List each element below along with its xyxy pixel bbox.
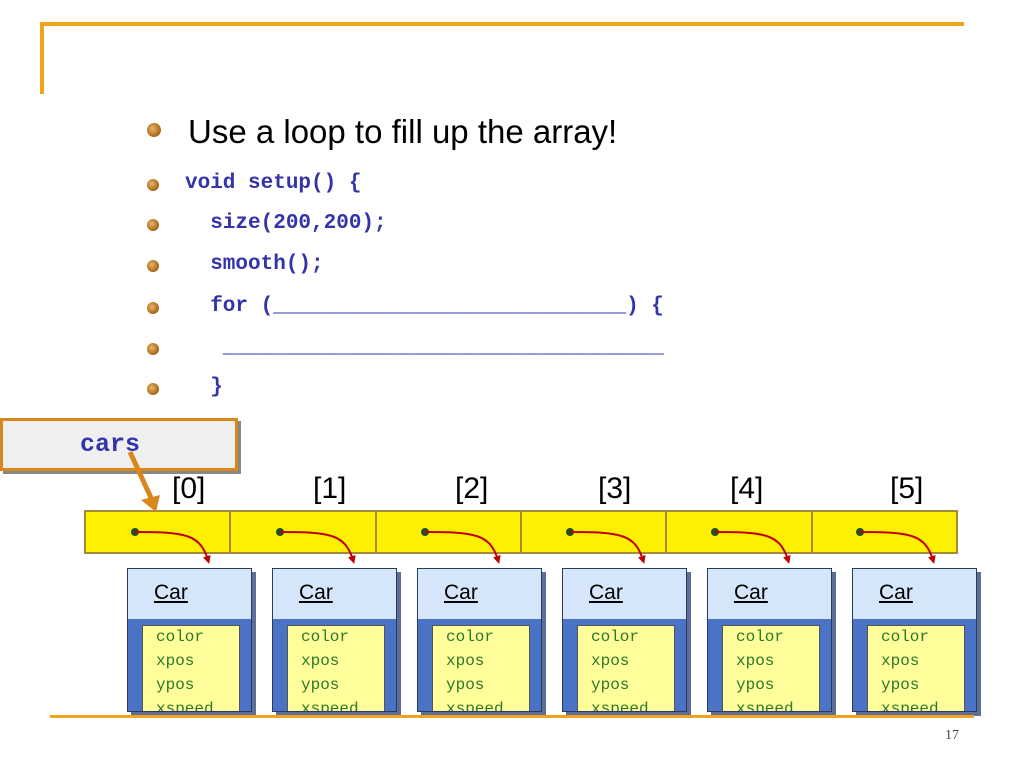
car-field: color — [446, 628, 495, 646]
bullet-icon — [147, 383, 159, 395]
bullet-icon — [147, 302, 159, 314]
car-field: xspeed — [591, 700, 649, 712]
car-field: xspeed — [446, 700, 504, 712]
bullet-icon — [147, 260, 159, 272]
car-class-name: Car — [154, 581, 188, 604]
car-field: xspeed — [156, 700, 214, 712]
car-object: Car color xpos ypos xspeed — [562, 568, 691, 716]
car-fields-box: color xpos ypos xspeed — [867, 625, 965, 712]
car-object-body: Car color xpos ypos xspeed — [707, 568, 832, 712]
car-class-name: Car — [589, 581, 623, 604]
reference-arrow — [859, 531, 936, 564]
top-accent-line — [40, 22, 964, 26]
reference-arrow — [424, 531, 501, 564]
car-class-name: Car — [299, 581, 333, 604]
car-field: ypos — [591, 676, 630, 694]
array-index-label: [3] — [598, 472, 632, 505]
array-cell — [667, 512, 813, 552]
array-cells — [84, 510, 958, 554]
car-field: color — [591, 628, 640, 646]
bullet-icon — [147, 123, 161, 137]
car-field: color — [156, 628, 205, 646]
bullet-icon — [147, 179, 159, 191]
car-object: Car color xpos ypos xspeed — [707, 568, 836, 716]
array-name-box — [0, 418, 238, 471]
reference-arrow — [279, 531, 356, 564]
car-fields-box: color xpos ypos xspeed — [287, 625, 385, 712]
code-line: for (____________________________) { — [185, 295, 664, 318]
array-cell — [231, 512, 377, 552]
array-cell — [377, 512, 522, 552]
code-line: smooth(); — [185, 253, 324, 276]
car-object-body: Car color xpos ypos xspeed — [852, 568, 977, 712]
car-field: ypos — [156, 676, 195, 694]
car-field: color — [736, 628, 785, 646]
car-object-body: Car color xpos ypos xspeed — [127, 568, 252, 712]
car-fields-box: color xpos ypos xspeed — [142, 625, 240, 712]
car-fields-box: color xpos ypos xspeed — [577, 625, 675, 712]
array-index-label: [5] — [890, 472, 924, 505]
car-object: Car color xpos ypos xspeed — [272, 568, 401, 716]
car-field: xpos — [446, 652, 485, 670]
car-field: color — [301, 628, 350, 646]
car-class-name: Car — [444, 581, 478, 604]
car-field: ypos — [446, 676, 485, 694]
code-line: ___________________________________ — [185, 336, 664, 359]
array-index-label: [2] — [455, 472, 489, 505]
reference-arrow — [134, 531, 211, 564]
array-reference-arrow — [127, 450, 155, 502]
reference-arrow — [569, 531, 646, 564]
array-index-label: [4] — [730, 472, 764, 505]
car-field: xpos — [881, 652, 920, 670]
car-fields-box: color xpos ypos xspeed — [722, 625, 820, 712]
page-number: 17 — [945, 728, 959, 743]
car-field: xpos — [736, 652, 775, 670]
car-class-name: Car — [734, 581, 768, 604]
car-class-name: Car — [879, 581, 913, 604]
array-cell — [86, 512, 232, 552]
left-accent-line — [40, 22, 44, 94]
car-object-body: Car color xpos ypos xspeed — [417, 568, 542, 712]
array-index-label: [0] — [172, 472, 206, 505]
car-field: xpos — [301, 652, 340, 670]
car-field: xspeed — [881, 700, 939, 712]
array-index-label: [1] — [313, 472, 347, 505]
car-object-body: Car color xpos ypos xspeed — [562, 568, 687, 712]
car-field: ypos — [881, 676, 920, 694]
array-reference-arrow-head — [141, 495, 160, 512]
bottom-accent-line — [50, 715, 974, 718]
bullet-icon — [147, 343, 159, 355]
car-field: xpos — [156, 652, 195, 670]
code-line: void setup() { — [185, 172, 362, 195]
car-fields-box: color xpos ypos xspeed — [432, 625, 530, 712]
bullet-icon — [147, 219, 159, 231]
car-object: Car color xpos ypos xspeed — [127, 568, 256, 716]
car-object: Car color xpos ypos xspeed — [417, 568, 546, 716]
car-field: ypos — [301, 676, 340, 694]
car-object-body: Car color xpos ypos xspeed — [272, 568, 397, 712]
bullet-text: Use a loop to fill up the array! — [188, 113, 618, 150]
array-cell — [522, 512, 668, 552]
code-line: size(200,200); — [185, 212, 387, 235]
car-object: Car color xpos ypos xspeed — [852, 568, 981, 716]
car-field: ypos — [736, 676, 775, 694]
car-field: xspeed — [736, 700, 794, 712]
car-field: xspeed — [301, 700, 359, 712]
code-line: } — [185, 376, 223, 399]
reference-arrow — [714, 531, 791, 564]
car-field: xpos — [591, 652, 630, 670]
car-field: color — [881, 628, 930, 646]
